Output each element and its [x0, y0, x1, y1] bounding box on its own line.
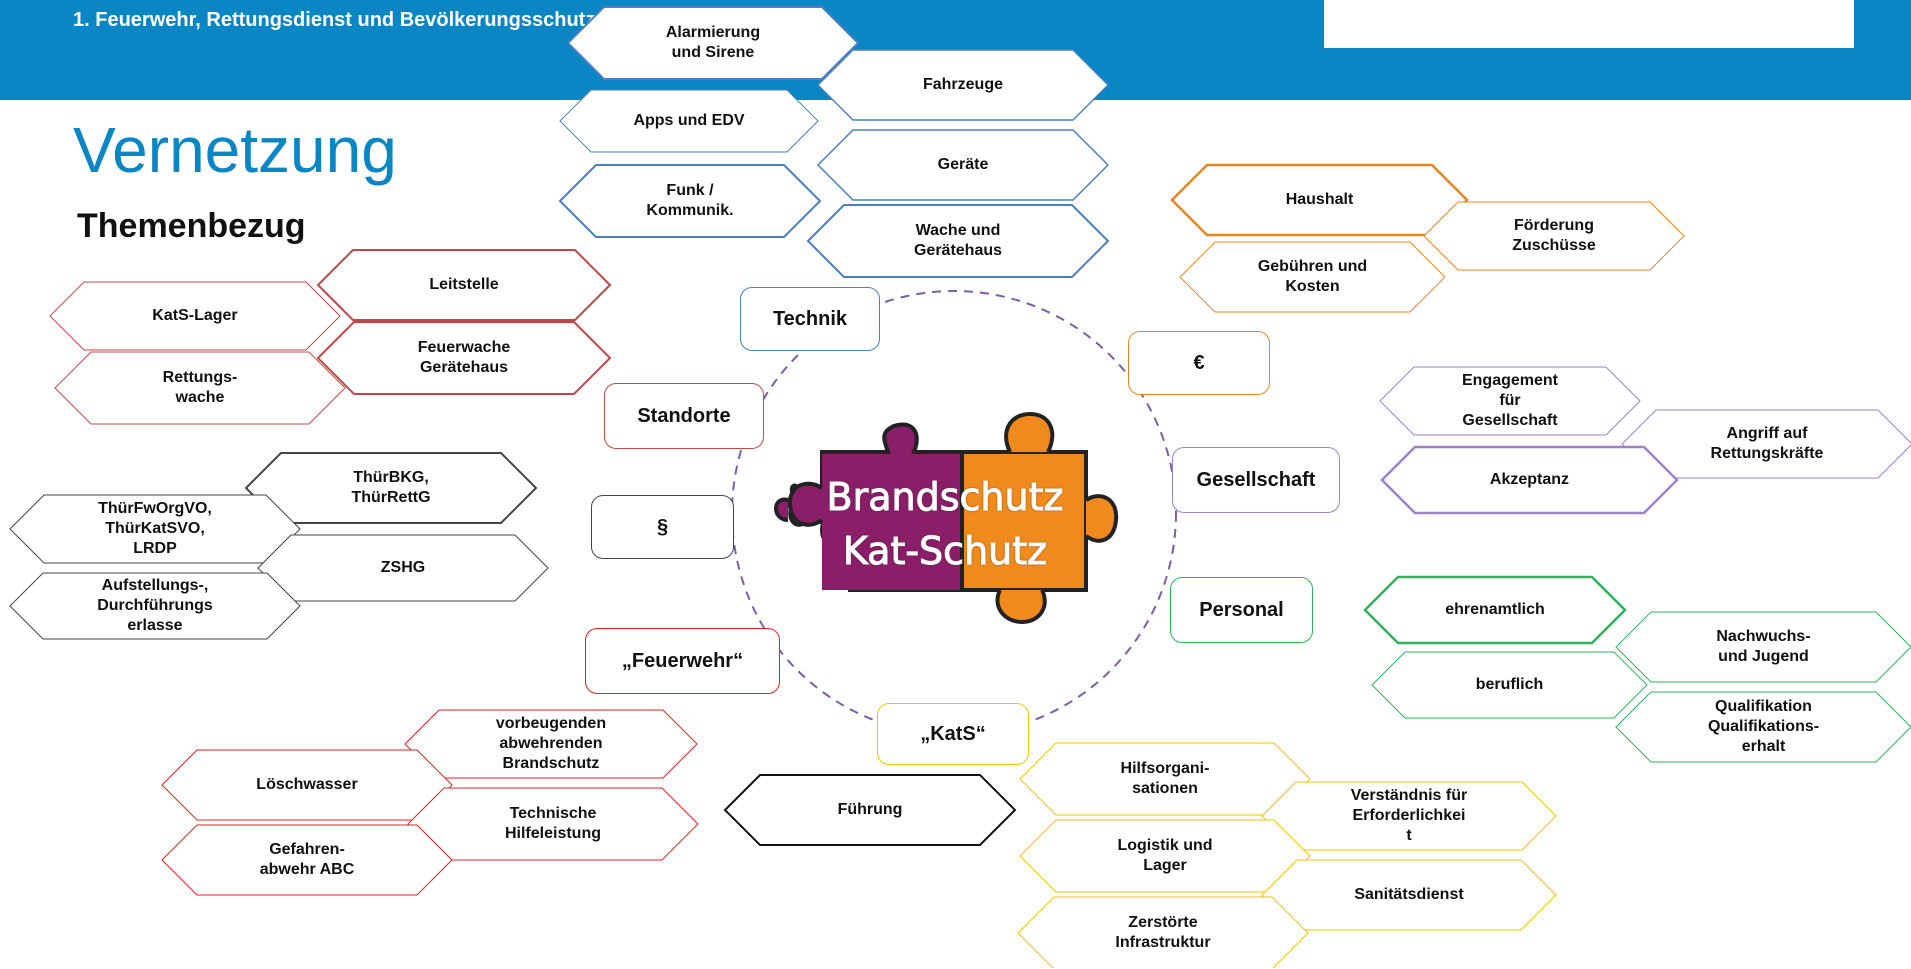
page-subtitle: Themenbezug — [77, 207, 306, 245]
hexagon-label-foerderung: Förderung Zuschüsse — [1512, 217, 1596, 254]
center-title: Brandschutz Kat-Schutz — [760, 470, 1130, 578]
hexagon-label-fuehrung: Führung — [837, 801, 903, 818]
hexagon-label-logistik: Logistik und Lager — [1117, 837, 1213, 874]
hexagon-label-feuerwache: Feuerwache Gerätehaus — [417, 339, 511, 376]
hexagon-apps — [559, 89, 819, 153]
hexagon-label-katslager: KatS-Lager — [152, 307, 238, 324]
hexagon-nachwuchs — [1615, 611, 1911, 683]
hexagon-label-apps: Apps und EDV — [633, 112, 745, 129]
hexagon-technische — [407, 787, 699, 861]
hexagon-label-aufstellung: Aufstellungs-, Durchführungs erlasse — [97, 577, 213, 634]
logo — [1324, 0, 1854, 48]
hexagon-zerstoert — [1017, 896, 1309, 968]
hub-gesellschaft: Gesellschaft — [1172, 447, 1340, 513]
hexagon-label-sanitaet: Sanitätsdienst — [1354, 886, 1464, 903]
hexagon-beruflich — [1371, 651, 1648, 719]
hexagon-label-gebuehren: Gebühren und Kosten — [1257, 258, 1368, 295]
hexagon-verstaendnis — [1261, 781, 1557, 851]
center-line-2: Kat-Schutz — [842, 529, 1048, 574]
hexagon-label-zshg: ZSHG — [380, 559, 426, 576]
hexagon-gefahren — [161, 824, 453, 896]
hexagon-label-nachwuchs: Nachwuchs- und Jugend — [1716, 628, 1811, 665]
hub-feuerwehr: „Feuerwehr“ — [585, 628, 780, 694]
hexagon-foerderung — [1423, 201, 1685, 271]
hexagon-alarmierung — [566, 6, 860, 80]
hexagon-feuerwache — [316, 321, 612, 395]
puzzle-tab-bottom — [995, 589, 1047, 625]
hexagon-akzeptanz — [1380, 445, 1679, 515]
hexagon-aufstellung — [9, 572, 301, 640]
hexagon-gebuehren — [1179, 241, 1446, 313]
hub-technik: Technik — [740, 287, 880, 351]
hexagon-zshg — [257, 534, 549, 602]
hexagon-label-haushalt: Haushalt — [1285, 191, 1354, 208]
hexagon-wache — [806, 204, 1110, 278]
hexagon-leitstelle — [316, 249, 612, 321]
page-title: Vernetzung — [73, 114, 397, 186]
center-line-1: Brandschutz — [826, 475, 1064, 520]
hexagon-label-rettungswache: Rettungs- wache — [162, 369, 238, 406]
hexagon-label-vorbeugend: vorbeugenden abwehrenden Brandschutz — [495, 715, 607, 772]
hexagon-katslager — [49, 281, 341, 351]
hexagon-label-thuerfw: ThürFwOrgVO, ThürKatSVO, LRDP — [98, 500, 212, 557]
hexagon-geraete — [816, 129, 1110, 201]
puzzle-logo — [774, 411, 1119, 625]
hexagon-label-zerstoert: Zerstörte Infrastruktur — [1115, 914, 1211, 951]
puzzle-piece-orange — [960, 450, 1088, 592]
puzzle-tab-top — [1004, 411, 1055, 453]
hexagon-label-verstaendnis: Verständnis für Erforderlichkei t — [1350, 787, 1468, 844]
hexagon-layer — [9, 6, 1911, 968]
hexagon-angriff — [1621, 409, 1911, 479]
hexagon-rettungswache — [54, 351, 346, 425]
hexagon-thuerbkg — [244, 452, 538, 524]
hexagon-label-thuerbkg: ThürBKG, ThürRettG — [351, 469, 431, 506]
hexagon-qualifikation — [1615, 691, 1911, 763]
hexagon-ehrenamt — [1363, 575, 1627, 645]
hexagon-label-gefahren: Gefahren- abwehr ABC — [259, 841, 355, 878]
hub-euro: € — [1128, 331, 1270, 395]
hexagon-label-geraete: Geräte — [937, 156, 989, 173]
hexagon-label-ehrenamt: ehrenamtlich — [1445, 601, 1545, 618]
hexagon-label-engagement: Engagement für Gesellschaft — [1461, 372, 1558, 429]
hub-standorte: Standorte — [604, 383, 764, 449]
puzzle-tab-left — [787, 481, 824, 527]
hub-personal: Personal — [1170, 577, 1313, 643]
hexagon-fuehrung — [723, 774, 1017, 846]
hub-kats: „KatS“ — [877, 703, 1029, 765]
hexagon-label-wache: Wache und Gerätehaus — [913, 222, 1003, 259]
hexagon-label-angriff: Angriff auf Rettungskräfte — [1710, 425, 1824, 462]
hexagon-label-leitstelle: Leitstelle — [429, 276, 499, 293]
hexagon-fahrzeuge — [817, 49, 1109, 121]
hexagon-label-fahrzeuge: Fahrzeuge — [922, 76, 1003, 93]
hexagon-label-technische: Technische Hilfeleistung — [504, 805, 601, 842]
hexagon-label-qualifikation: Qualifikation Qualifikations- erhalt — [1707, 698, 1820, 755]
hexagon-engagement — [1379, 366, 1641, 436]
hexagon-label-hilfsorg: Hilfsorgani- sationen — [1120, 760, 1210, 797]
hexagon-label-funk: Funk / Kommunik. — [646, 182, 734, 219]
hexagon-vorbeugend — [404, 709, 698, 779]
hexagon-label-alarmierung: Alarmierung und Sirene — [665, 24, 761, 61]
hexagon-label-beruflich: beruflich — [1475, 676, 1544, 693]
hexagon-label-loeschwasser: Löschwasser — [256, 776, 358, 793]
puzzle-piece-purple-body — [822, 454, 962, 590]
central-dashed-circle — [731, 290, 1177, 736]
hexagon-sanitaet — [1261, 859, 1557, 931]
hub-paragraph: § — [591, 495, 734, 559]
puzzle-tab-right — [1084, 494, 1119, 543]
hexagon-funk — [558, 164, 822, 238]
hexagon-label-akzeptanz: Akzeptanz — [1489, 471, 1570, 488]
